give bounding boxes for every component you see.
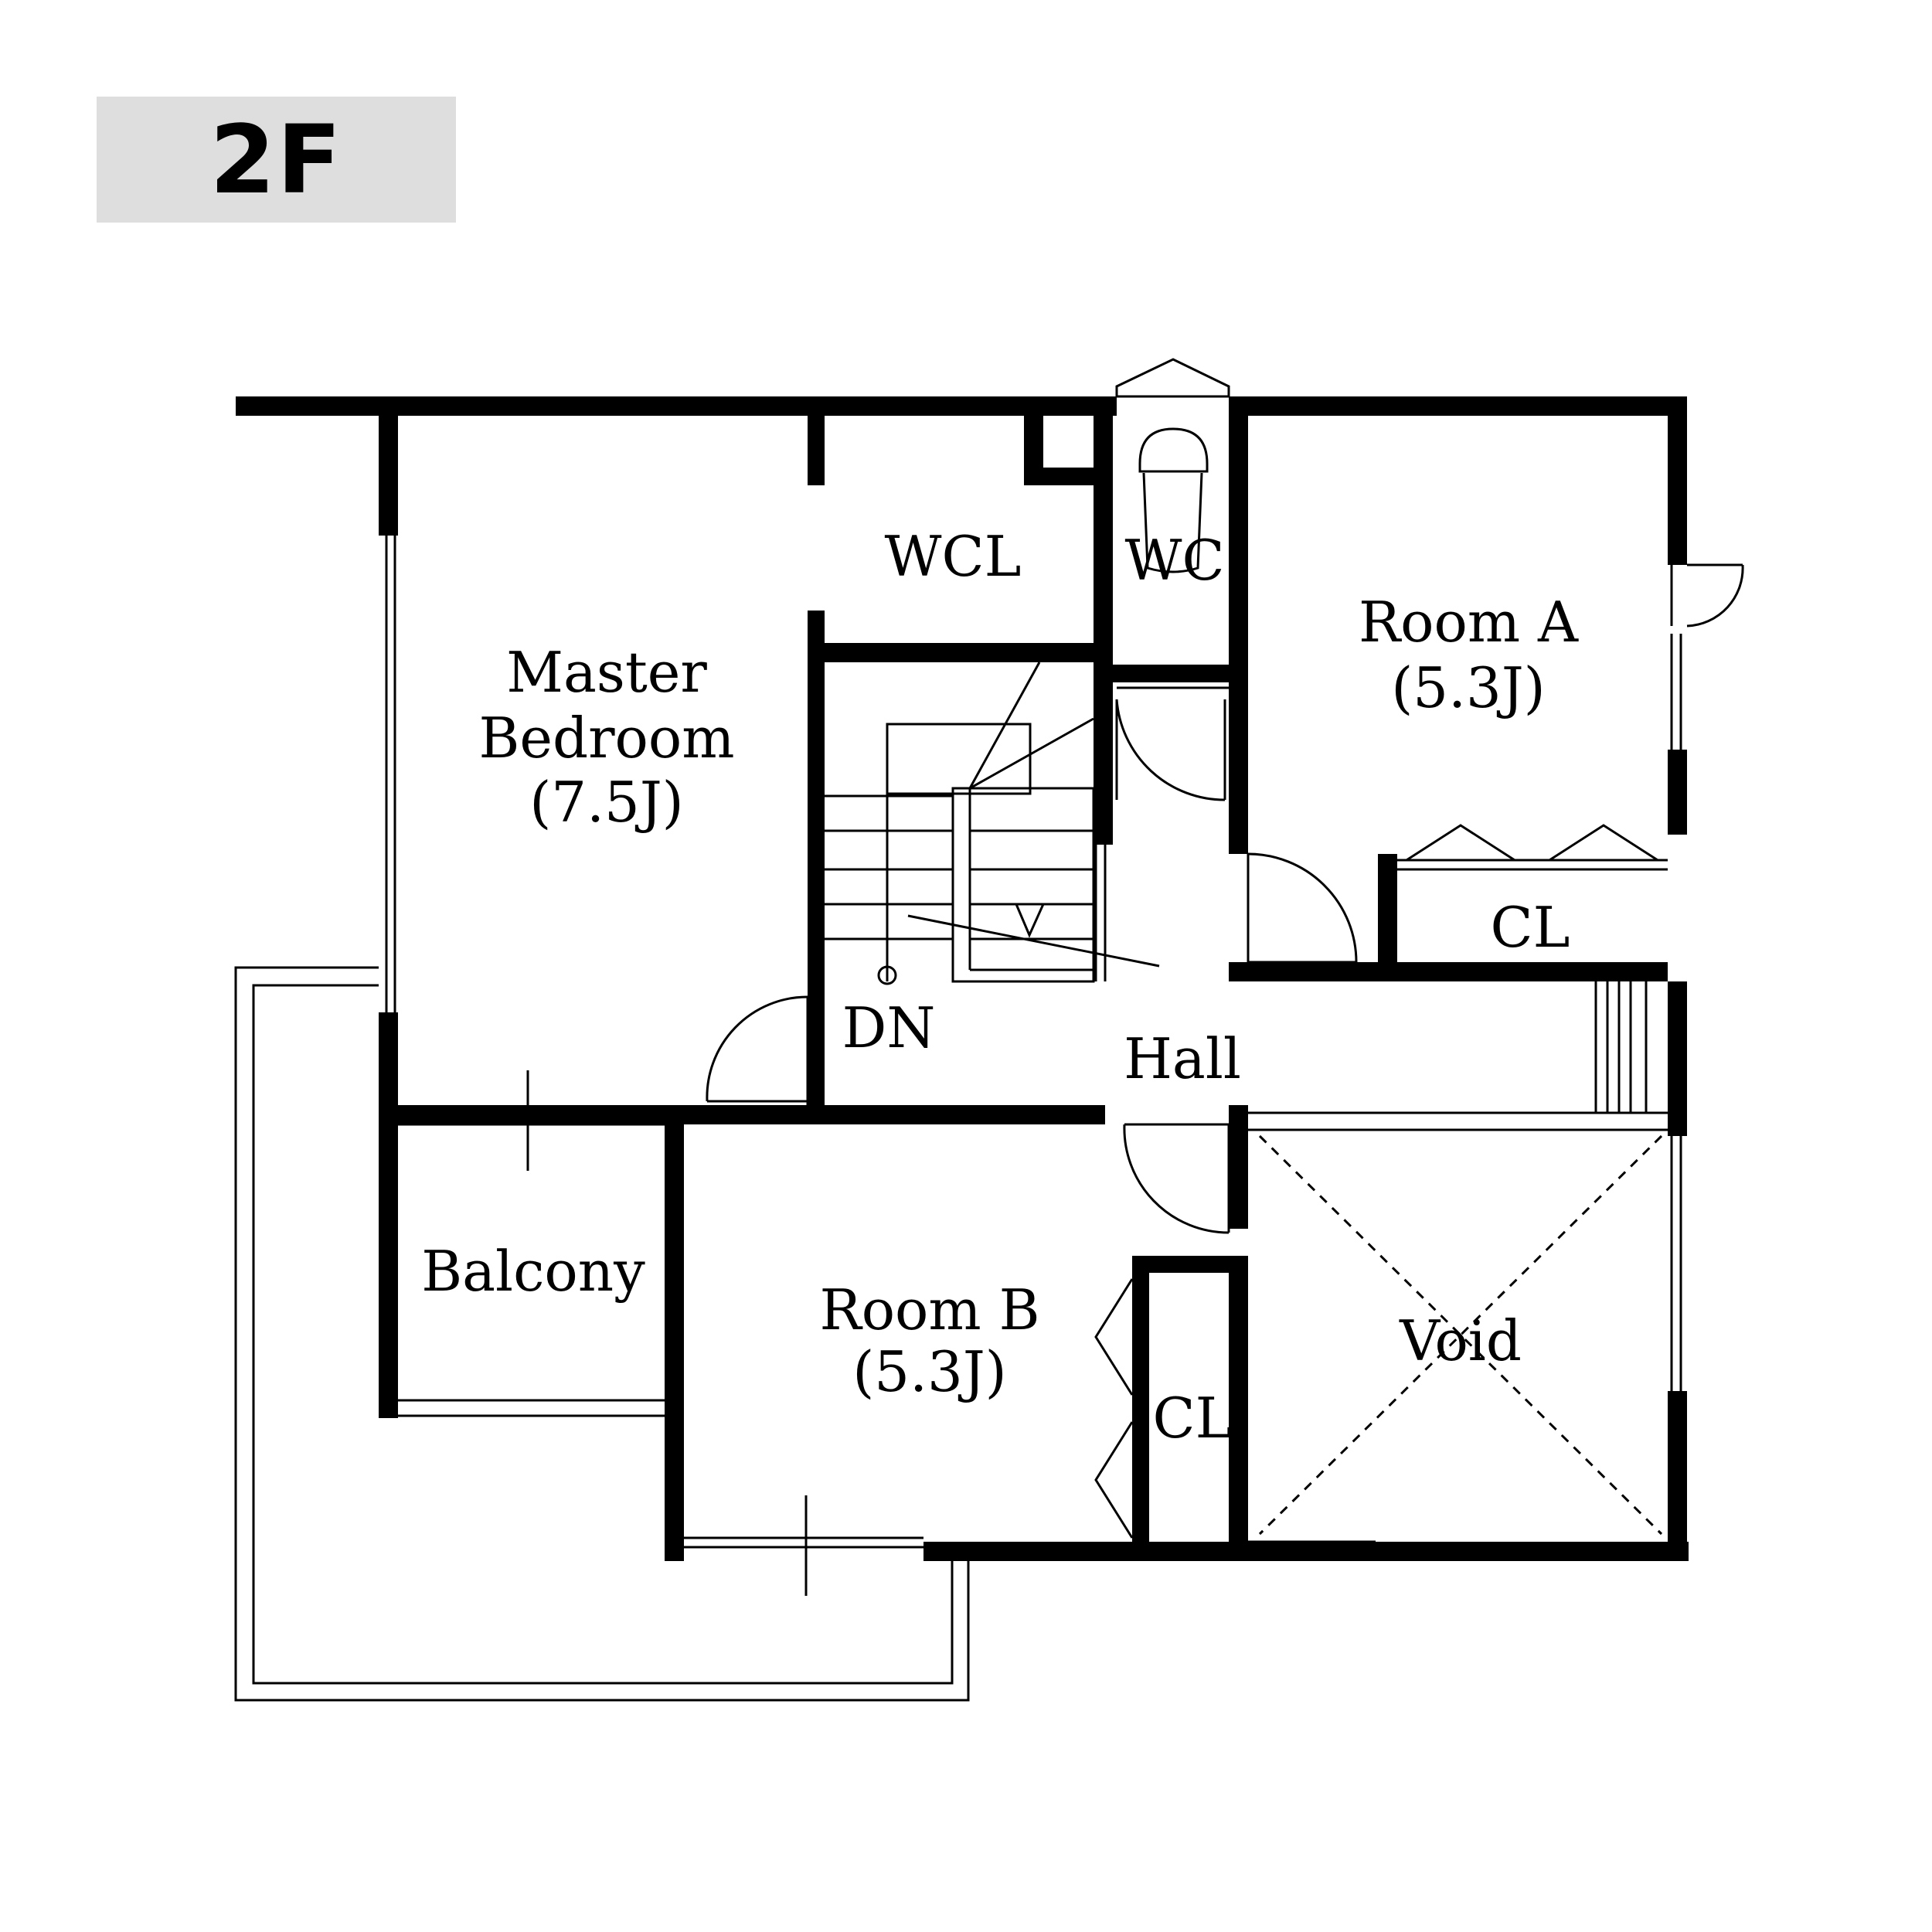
label-closet-a: CL bbox=[1491, 895, 1570, 960]
floor-label: 2F bbox=[209, 104, 343, 215]
balcony-railing bbox=[234, 966, 970, 1702]
label-hall: Hall bbox=[1124, 1026, 1241, 1091]
label-master-size: (7.5J) bbox=[529, 770, 684, 835]
room-labels: WCL WC Room A (5.3J) Master Bedroom (7.5… bbox=[421, 524, 1579, 1451]
void-cross bbox=[1258, 1134, 1663, 1536]
staircase bbox=[825, 662, 1160, 985]
doors bbox=[706, 563, 1744, 1539]
label-room-b-name: Room B bbox=[820, 1277, 1040, 1342]
label-master-line1: Master bbox=[506, 640, 707, 705]
label-closet-b: CL bbox=[1153, 1386, 1233, 1451]
toilet-fixture bbox=[1138, 427, 1209, 573]
label-wcl: WCL bbox=[885, 524, 1022, 589]
walls bbox=[236, 396, 1689, 1561]
label-room-a-size: (5.3J) bbox=[1391, 655, 1546, 720]
label-wc: WC bbox=[1124, 528, 1224, 593]
label-dn: DN bbox=[842, 995, 936, 1060]
label-master-line2: Bedroom bbox=[479, 706, 735, 770]
label-room-a-name: Room A bbox=[1359, 590, 1579, 655]
windows bbox=[385, 358, 1682, 1596]
floor-label-badge: 2F bbox=[97, 97, 456, 223]
label-room-b-size: (5.3J) bbox=[852, 1339, 1007, 1404]
label-balcony: Balcony bbox=[421, 1239, 645, 1304]
label-void: Void bbox=[1399, 1308, 1522, 1373]
